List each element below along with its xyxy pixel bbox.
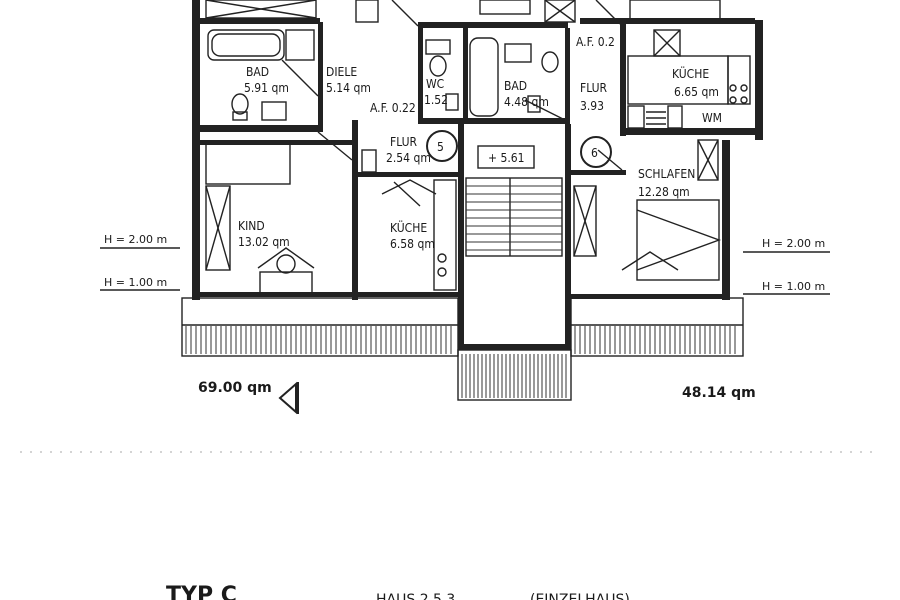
- total-area-left: 69.00 qm: [198, 380, 272, 396]
- room-name-flur-mid: FLUR: [390, 135, 418, 149]
- unit-left-label: 5: [437, 140, 444, 154]
- room-area-kueche-mid: 6.58 qm: [390, 237, 435, 251]
- unit-marker-5: [426, 130, 458, 162]
- room-name-kind: KIND: [238, 219, 265, 233]
- unit-right-label: 6: [591, 146, 598, 160]
- room-name-flur-right: FLUR: [580, 81, 608, 95]
- room-area-bad-left: 5.91 qm: [244, 81, 289, 95]
- room-name-kueche-right: KÜCHE: [672, 65, 709, 81]
- section-arrow-icon: [278, 381, 299, 415]
- balcony-left: [181, 297, 459, 357]
- footer-type: TYP C: [166, 583, 237, 600]
- entrance-steps: [457, 349, 572, 401]
- plan-annotations: A.F. 0.2 A.F. 0.22 WM + 5.61 5 6: [370, 35, 722, 165]
- balcony-hatching: [185, 326, 736, 398]
- room-name-bad-mid: BAD: [504, 79, 527, 93]
- height-right-1m: H = 1.00 m: [762, 280, 825, 293]
- af-mid-label: A.F. 0.22: [370, 101, 416, 115]
- level-box: [477, 145, 535, 169]
- unit-marker-6: [580, 136, 612, 168]
- height-right-2m: H = 2.00 m: [762, 237, 825, 250]
- room-area-diele: 5.14 qm: [326, 81, 371, 95]
- room-area-flur-mid: 2.54 qm: [386, 151, 431, 165]
- staircase: [465, 177, 563, 257]
- af-top-label: A.F. 0.2: [576, 35, 615, 49]
- height-left-1m: H = 1.00 m: [104, 276, 167, 289]
- fixtures: [205, 0, 751, 295]
- room-name-schlafen: SCHLAFEN: [638, 167, 695, 181]
- footer-haus: HAUS 2.5.3: [376, 592, 455, 600]
- level-label: + 5.61: [488, 151, 525, 165]
- footer-einzelhaus: (EINZELHAUS): [530, 592, 630, 600]
- room-area-wc: 1.52: [424, 93, 448, 107]
- height-left-2m: H = 2.00 m: [104, 233, 167, 246]
- room-area-bad-mid: 4.48 qm: [504, 95, 549, 109]
- height-markers: H = 2.00 m H = 1.00 m H = 2.00 m H = 1.0…: [100, 233, 830, 295]
- stair-treads: [466, 185, 562, 251]
- room-area-kueche-right: 6.65 qm: [674, 85, 719, 99]
- room-name-wc: WC: [426, 77, 444, 91]
- room-area-kind: 13.02 qm: [238, 235, 290, 249]
- room-labels: BAD 5.91 qm DIELE 5.14 qm WC 1.52 BAD 4.…: [238, 65, 719, 251]
- balcony-right: [570, 297, 744, 357]
- walls: [192, 0, 763, 350]
- room-name-kueche-mid: KÜCHE: [390, 219, 427, 235]
- room-name-diele: DIELE: [326, 65, 357, 79]
- total-area-right: 48.14 qm: [682, 385, 756, 401]
- room-area-flur-right: 3.93: [580, 99, 604, 113]
- room-name-bad-left: BAD: [246, 65, 269, 79]
- room-area-schlafen: 12.28 qm: [638, 185, 690, 199]
- wm-label: WM: [702, 111, 722, 125]
